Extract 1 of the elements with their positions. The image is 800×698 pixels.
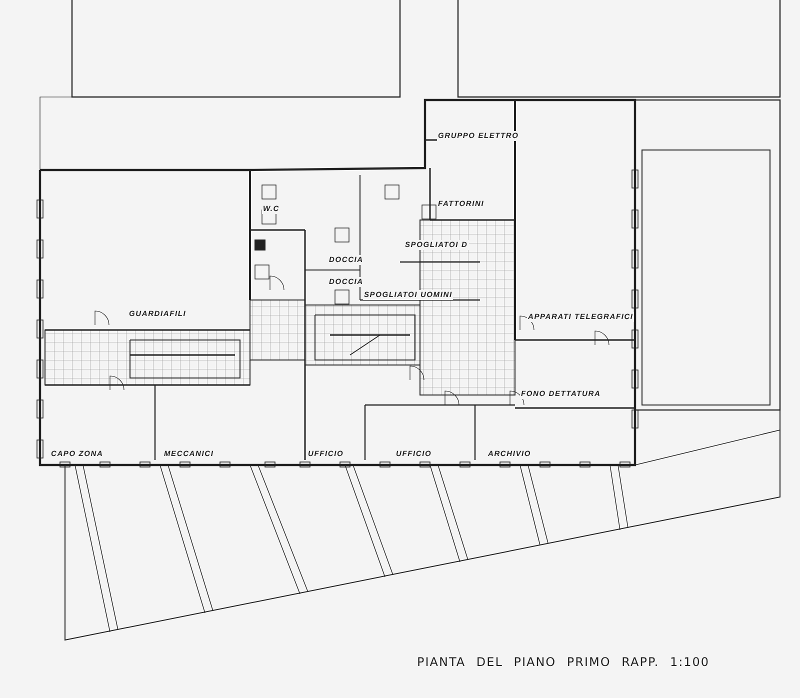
plan-caption: PIANTA DEL PIANO PRIMO RAPP. 1:100: [417, 655, 710, 669]
